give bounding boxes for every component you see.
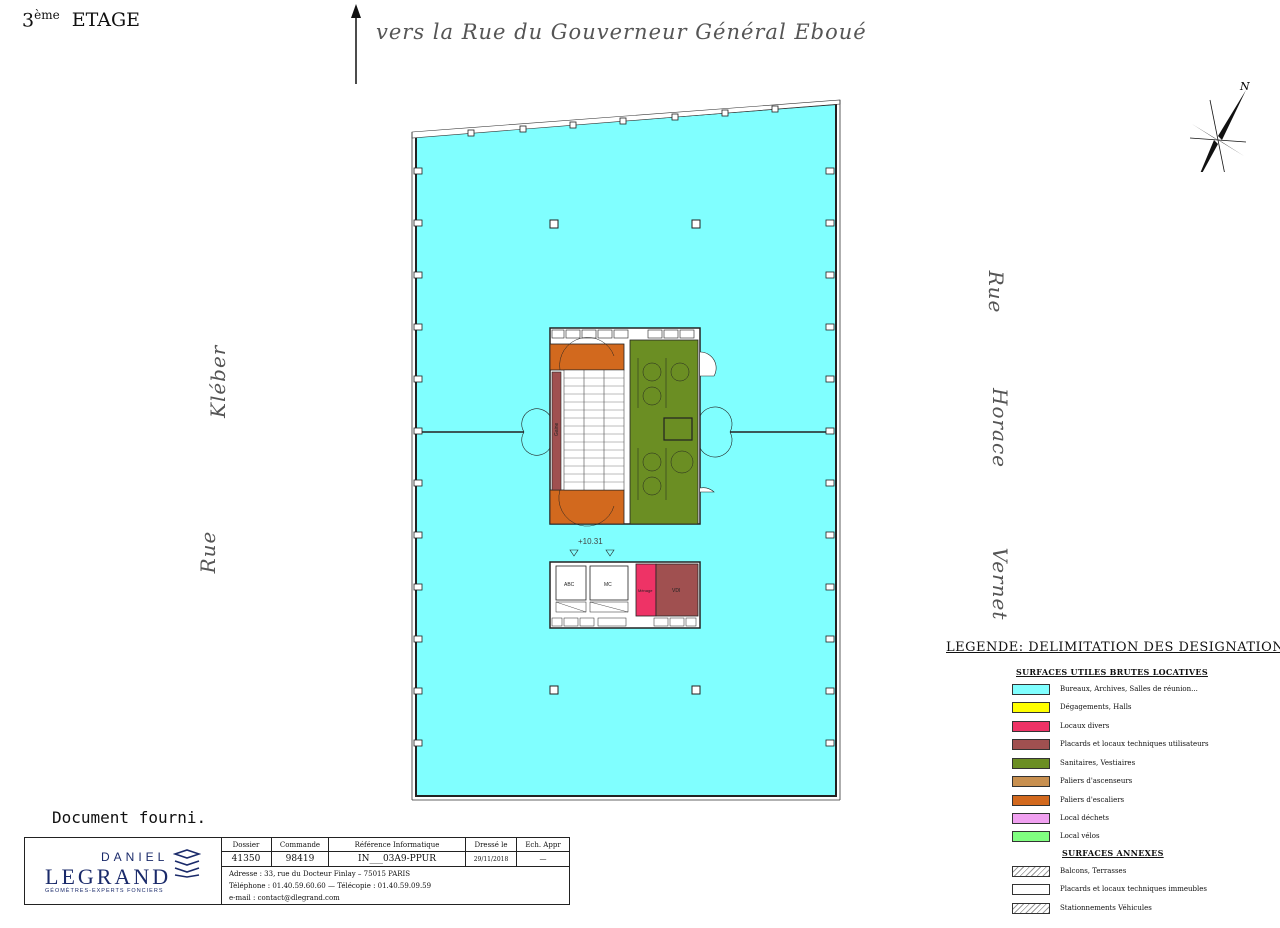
header-date: Dressé le xyxy=(466,838,517,852)
legend-swatch xyxy=(1012,738,1050,750)
title-block: DANIEL LEGRAND GÉOMÈTRES-EXPERTS FONCIER… xyxy=(24,837,570,905)
logo-subtitle: GÉOMÈTRES-EXPERTS FONCIERS xyxy=(45,888,164,894)
logo-top-text: DANIEL xyxy=(101,850,169,864)
legend-swatch xyxy=(1012,865,1050,877)
legend-item: Local déchets xyxy=(1012,812,1109,824)
legend-section-1: SURFACES UTILES BRUTES LOCATIVES xyxy=(1016,667,1208,677)
legend-item: Placards et locaux techniques immeubles xyxy=(1012,883,1207,895)
header-reference: Référence Informatique xyxy=(329,838,466,852)
reference-table: Dossier Commande Référence Informatique … xyxy=(221,838,569,904)
compass-north-label: N xyxy=(1239,80,1250,93)
stair-landing-top xyxy=(549,343,625,371)
legend-swatch xyxy=(1012,775,1050,787)
legend-item: Balcons, Terrasses xyxy=(1012,865,1126,877)
stair-landing-bottom xyxy=(549,489,625,525)
street-right-name-2: Vernet xyxy=(988,547,1012,621)
shaft-placard xyxy=(551,371,562,491)
legend-section-2: SURFACES ANNEXES xyxy=(1062,848,1164,858)
header-echelle: Ech. Appr xyxy=(517,838,569,852)
header-dossier: Dossier xyxy=(221,838,272,852)
legend-item: Sanitaires, Vestiaires xyxy=(1012,757,1135,769)
legend-swatch xyxy=(1012,830,1050,842)
legend-swatch xyxy=(1012,812,1050,824)
legend-item: Paliers d'ascenseurs xyxy=(1012,775,1132,787)
address-line: Adresse : 33, rue du Docteur Finlay – 75… xyxy=(229,870,411,878)
legend-swatch xyxy=(1012,794,1050,806)
shaft-label: Gaine xyxy=(554,422,560,436)
legend-swatch xyxy=(1012,701,1050,713)
lift-2 xyxy=(589,565,629,601)
legend-swatch xyxy=(1012,683,1050,695)
legend-swatch xyxy=(1012,720,1050,732)
elevation-label: +10.31 xyxy=(578,537,603,546)
legend-item: Dégagements, Halls xyxy=(1012,701,1132,713)
lift-2-label: MC xyxy=(604,582,612,588)
street-left-name: Kléber xyxy=(206,344,230,418)
legend-swatch xyxy=(1012,757,1050,769)
legend-swatch xyxy=(1012,883,1050,895)
floor-word: ETAGE xyxy=(71,9,141,32)
local-vdi-label: VDI xyxy=(672,588,680,594)
email-line: e-mail : contact@dlegrand.com xyxy=(229,894,340,902)
value-dossier: 41350 xyxy=(221,852,272,867)
value-reference: IN___03A9-PPUR xyxy=(329,852,466,867)
local-menage-label: Ménage xyxy=(638,588,653,593)
floor-title: 3ème ETAGE xyxy=(22,8,140,31)
legend-item: Stationnements Véhicules xyxy=(1012,902,1152,914)
north-street-label: vers la Rue du Gouverneur Général Eboué xyxy=(376,20,867,44)
company-logo: DANIEL LEGRAND GÉOMÈTRES-EXPERTS FONCIER… xyxy=(25,838,222,904)
legend-item: Locaux divers xyxy=(1012,720,1109,732)
local-vdi xyxy=(655,563,699,617)
lift-1-label: ABC xyxy=(564,582,575,588)
floor-suffix: ème xyxy=(34,8,60,22)
compass-rose-icon: N xyxy=(1190,80,1250,172)
north-arrow-icon xyxy=(351,4,361,84)
floor-number: 3 xyxy=(22,9,35,32)
street-right-name-1: Horace xyxy=(988,388,1012,469)
phone-line: Téléphone : 01.40.59.60.60 — Télécopie :… xyxy=(229,882,432,890)
value-date: 29/11/2018 xyxy=(466,852,517,867)
value-echelle: — xyxy=(517,852,569,867)
value-commande: 98419 xyxy=(272,852,329,867)
legend-item: Bureaux, Archives, Salles de réunion... xyxy=(1012,683,1198,695)
logo-main-text: LEGRAND xyxy=(45,864,172,889)
logo-mark-icon xyxy=(173,849,201,878)
lift-1 xyxy=(555,565,587,601)
document-note: Document fourni. xyxy=(52,808,207,827)
legend-item: Paliers d'escaliers xyxy=(1012,794,1124,806)
street-right-prefix: Rue xyxy=(984,270,1008,314)
legend-swatch xyxy=(1012,902,1050,914)
legend-item: Placards et locaux techniques utilisateu… xyxy=(1012,738,1209,750)
legend-item: Local vélos xyxy=(1012,830,1100,842)
floor-plan: Gaine +10.31 ABC MC Ménage VDI xyxy=(411,99,841,801)
header-commande: Commande xyxy=(272,838,329,852)
street-left-prefix: Rue xyxy=(196,530,220,574)
legend-title: LEGENDE: DELIMITATION DES DESIGNATIONS xyxy=(946,640,1280,655)
